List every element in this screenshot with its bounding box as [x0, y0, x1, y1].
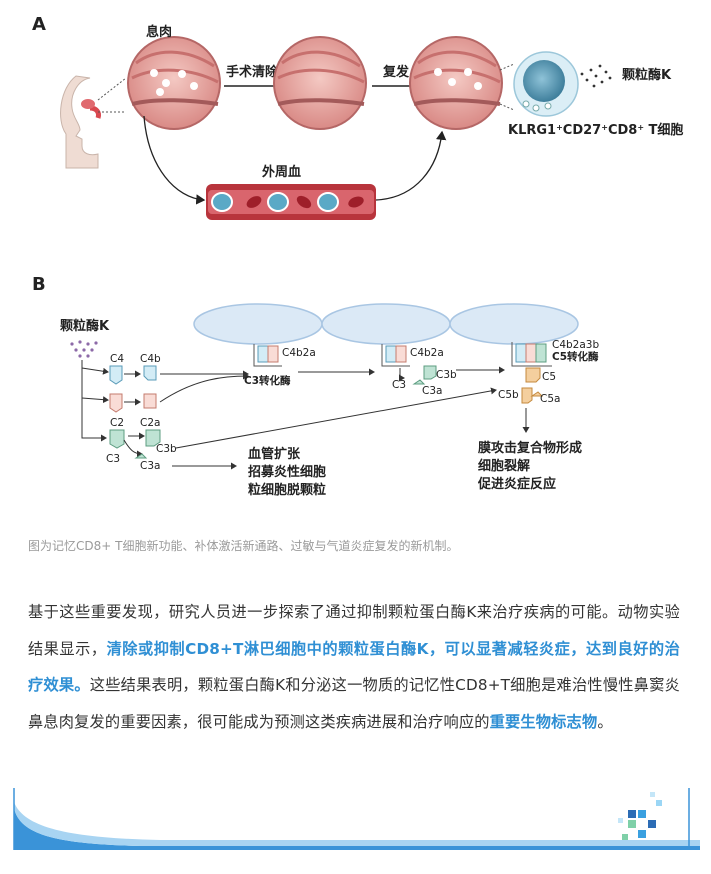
- granzyme-particles: [580, 64, 612, 88]
- paragraph-text: 这些结果表明，颗粒蛋白酶K和分泌这一物质的记忆性CD8+T细胞是难治性慢性鼻窦炎…: [28, 676, 680, 731]
- polyp-label: 息肉: [146, 24, 172, 40]
- highlight-text: 重要生物标志物: [489, 712, 598, 731]
- c3-label-2: C3: [392, 379, 406, 391]
- c4b2a-complex: [381, 344, 410, 367]
- c3a-effects-list: 血管扩张 招募炎性细胞 粒细胞脱颗粒: [248, 446, 326, 498]
- c4b2a3b-label: C4b2a3b: [552, 339, 599, 351]
- highlight-text: 清除或抑制CD8+T淋巴细胞中的颗粒蛋白酶K，可以显著减轻炎症，达到良好的治疗效…: [28, 639, 681, 695]
- c3-convertase-label: C3转化酶: [244, 374, 291, 387]
- figure-panel-b: B 颗粒酶K C4 C4b C2 C2a C3 C3a C3b C4b2a C3…: [32, 274, 599, 498]
- granzyme-k-label-b: 颗粒酶K: [60, 318, 110, 334]
- c3b-shape: [145, 429, 161, 447]
- c5-label: C5: [542, 371, 556, 383]
- blood-vessel: [206, 184, 376, 220]
- cell-membrane: [193, 303, 323, 345]
- memory-cd8-t-cell: [513, 51, 579, 117]
- cell-membrane: [449, 303, 579, 345]
- paragraph-text: 。: [597, 712, 613, 731]
- c2-label: C2: [110, 417, 124, 429]
- nasal-tissue-with-polyps: [127, 36, 221, 130]
- c4b-shape: [143, 365, 157, 381]
- c3-shape: [109, 429, 125, 449]
- c2a-shape: [143, 393, 157, 409]
- article-paragraph: 基于这些重要发现，研究人员进一步探索了通过抑制颗粒蛋白酶K来治疗疾病的可能。动物…: [28, 594, 680, 740]
- c4b2a-complex: [253, 344, 282, 367]
- pixel-logo-decoration: [618, 792, 662, 840]
- granzyme-k-label: 颗粒酶K: [622, 67, 672, 83]
- c5b-effects-list: 膜攻击复合物形成 细胞裂解 促进炎症反应: [477, 440, 582, 492]
- c4b2a-label-2: C4b2a: [410, 347, 444, 359]
- footer-wave-decoration: [13, 788, 700, 850]
- recurrence-label: 复发: [382, 64, 410, 80]
- effect-item: 血管扩张: [248, 446, 301, 462]
- effect-item: 粒细胞脱颗粒: [248, 482, 326, 498]
- panel-b-label: B: [32, 274, 46, 295]
- c3b-label: C3b: [156, 443, 177, 455]
- effect-item: 膜攻击复合物形成: [478, 440, 582, 456]
- figure-caption: 图为记忆CD8+ T细胞新功能、补体激活新通路、过敏与气道炎症复发的新机制。: [28, 539, 459, 553]
- effect-item: 招募炎性细胞: [248, 464, 326, 480]
- c4b2a-label-1: C4b2a: [282, 347, 316, 359]
- c5-convertase-label: C5转化酶: [552, 350, 599, 363]
- patient-head-illustration: [60, 75, 101, 169]
- c3b-label-2: C3b: [436, 369, 457, 381]
- panel-a-label: A: [32, 14, 46, 35]
- c5a-label: C5a: [540, 393, 560, 405]
- t-cell-phenotype-label: KLRG1+CD27+CD8+ T细胞: [508, 122, 683, 138]
- nasal-tissue-recurred: [409, 36, 503, 130]
- paragraph-text: 基于这些重要发现，研究人员进一步探索了通过抑制颗粒蛋白酶K来治疗疾病的可能。动物…: [28, 603, 680, 658]
- c3a-label-2: C3a: [422, 385, 442, 397]
- figure-panel-a: A 息肉 手术清除 复发: [32, 14, 683, 220]
- surgery-label: 手术清除: [226, 64, 279, 80]
- c4-shape: [109, 365, 123, 385]
- c2a-label: C2a: [140, 417, 160, 429]
- peripheral-blood-label: 外周血: [261, 164, 301, 180]
- effect-item: 促进炎症反应: [477, 476, 556, 492]
- c4b2a3b-complex: [511, 342, 552, 383]
- c4b-label: C4b: [140, 353, 161, 365]
- effect-item: 细胞裂解: [478, 458, 530, 474]
- nasal-tissue-cleared: [273, 36, 367, 130]
- c4-label: C4: [110, 353, 124, 365]
- granzyme-particles: [70, 340, 98, 358]
- c5b-label: C5b: [498, 389, 519, 401]
- c2-shape: [109, 393, 123, 413]
- c3-label: C3: [106, 453, 120, 465]
- cell-membrane: [321, 303, 451, 345]
- c3a-label: C3a: [140, 460, 160, 472]
